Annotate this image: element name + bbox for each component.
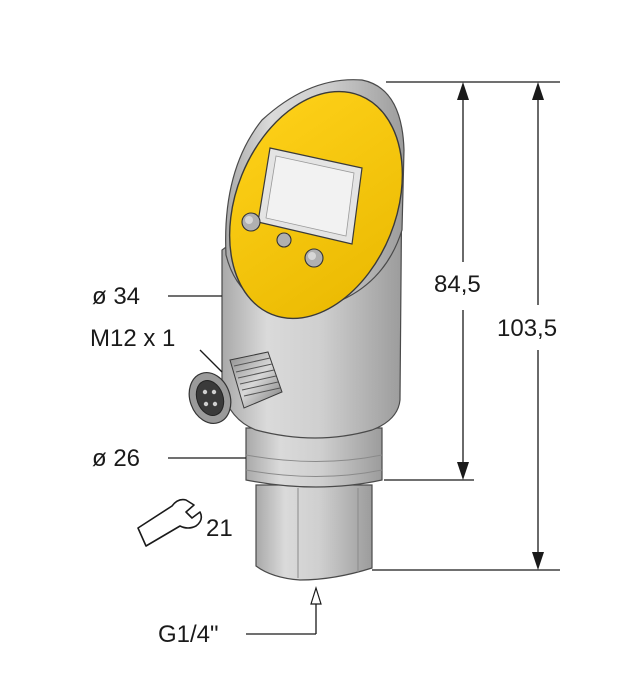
diameter-26-label: ø 26: [92, 445, 140, 472]
led-indicator: [276, 232, 292, 248]
button-right[interactable]: [304, 248, 324, 268]
wrench-icon: [137, 498, 203, 547]
height-84-label: 84,5: [434, 271, 481, 298]
button-left[interactable]: [241, 212, 261, 232]
connector-label: M12 x 1: [90, 325, 175, 352]
wrench-size-label: 21: [206, 515, 233, 542]
diameter-34-label: ø 34: [92, 283, 140, 310]
m12-connector: [188, 351, 283, 424]
hex-nut: [255, 484, 373, 581]
height-103-label: 103,5: [497, 315, 557, 342]
thread-label: G1/4": [158, 621, 219, 648]
arrow-icon: [310, 585, 322, 605]
lower-collar: [245, 427, 383, 488]
display-panel: [228, 90, 404, 320]
dimension-lines: [168, 81, 560, 635]
